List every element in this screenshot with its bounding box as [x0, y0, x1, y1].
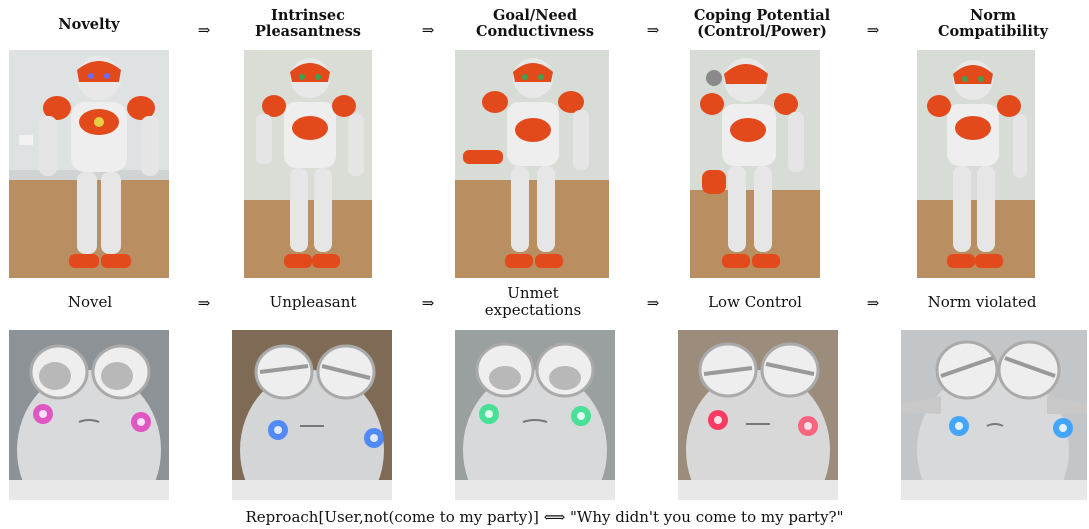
- robot-face-unmet-expectations: [455, 330, 615, 500]
- nao-robot-photo-coping: [690, 50, 820, 278]
- arrow-right-icon: ⇒: [197, 294, 211, 312]
- label-novel: Novel: [67, 293, 113, 311]
- arrow-right-icon: ⇒: [421, 294, 435, 312]
- arrow-right-icon: ⇒: [866, 294, 880, 312]
- robot-face-norm-violated: [901, 330, 1087, 500]
- arrow-right-icon: ⇒: [646, 294, 660, 312]
- robot-face-unpleasant: [232, 330, 392, 500]
- caption-equivalence-icon: ⟺: [543, 508, 566, 526]
- label-unpleasant: Unpleasant: [269, 293, 357, 311]
- arrow-right-icon: ⇒: [197, 21, 211, 39]
- header-goal-need-conductivness: Goal/Need Conductivness: [476, 7, 594, 40]
- arrow-right-icon: ⇒: [866, 21, 880, 39]
- nao-robot-photo-goal: [455, 50, 609, 278]
- caption-left: Reproach[User,not(come to my party)]: [245, 508, 539, 526]
- header-intrinsec-pleasantness: Intrinsec Pleasantness: [255, 7, 361, 40]
- label-norm-violated: Norm violated: [927, 293, 1037, 311]
- header-norm-compatibility: Norm Compatibility: [937, 7, 1049, 40]
- arrow-right-icon: ⇒: [646, 21, 660, 39]
- robot-face-low-control: [678, 330, 838, 500]
- label-unmet-expectations: Unmet expectations: [484, 284, 582, 319]
- nao-robot-photo-pleasantness: [244, 50, 372, 278]
- nao-robot-photo-norm: [917, 50, 1035, 278]
- header-coping-potential: Coping Potential (Control/Power): [693, 7, 831, 40]
- header-novelty: Novelty: [58, 16, 120, 33]
- nao-robot-photo-novelty: [9, 50, 169, 278]
- label-low-control: Low Control: [708, 293, 802, 311]
- caption: Reproach[User,not(come to my party)] ⟺ "…: [0, 508, 1089, 526]
- caption-right: "Why didn't you come to my party?": [570, 508, 844, 526]
- robot-face-novel: [9, 330, 169, 500]
- arrow-right-icon: ⇒: [421, 21, 435, 39]
